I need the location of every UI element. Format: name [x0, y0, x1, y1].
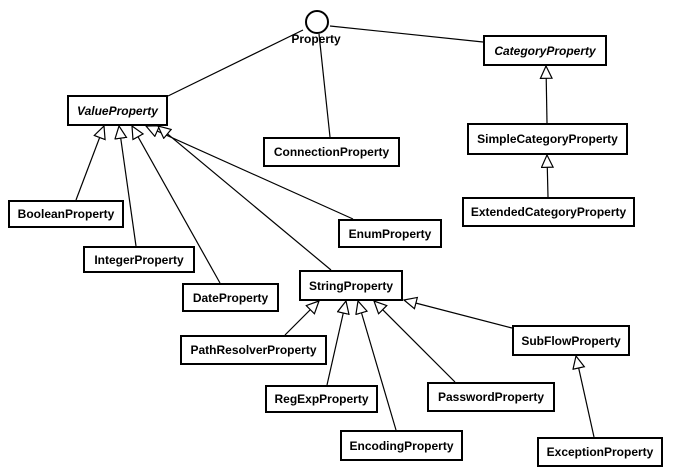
generalization-edge — [326, 301, 346, 386]
class-node-label: StringProperty — [308, 278, 393, 293]
class-node-DateProperty[interactable]: DateProperty — [182, 283, 279, 312]
interface-link-edge — [318, 33, 331, 138]
class-node-label: CategoryProperty — [494, 43, 596, 58]
generalization-edge — [546, 66, 547, 124]
class-node-label: ValueProperty — [77, 103, 158, 118]
class-node-EnumProperty[interactable]: EnumProperty — [338, 219, 442, 248]
interface-link-edge — [167, 29, 304, 97]
class-node-label: PathResolverProperty — [190, 343, 317, 357]
class-node-label: PasswordProperty — [437, 390, 545, 404]
class-node-SubFlowProperty[interactable]: SubFlowProperty — [512, 325, 630, 356]
generalization-edge — [75, 126, 104, 201]
generalization-edge — [358, 301, 397, 431]
class-node-RegExpProperty[interactable]: RegExpProperty — [265, 385, 378, 413]
class-node-EncodingProperty[interactable]: EncodingProperty — [340, 430, 463, 461]
interface-link-edge — [329, 25, 484, 43]
class-node-label: ExtendedCategoryProperty — [470, 205, 627, 219]
class-node-ValueProperty[interactable]: ValueProperty — [67, 95, 168, 126]
class-node-PathResolverProperty[interactable]: PathResolverProperty — [180, 335, 327, 365]
class-node-ExtendedCategoryProperty[interactable]: ExtendedCategoryProperty — [462, 197, 635, 227]
class-node-label: EnumProperty — [348, 226, 432, 241]
class-node-label: EncodingProperty — [349, 438, 454, 453]
class-node-label: ExceptionProperty — [546, 445, 654, 459]
class-node-label: RegExpProperty — [274, 392, 369, 406]
class-node-label: DateProperty — [192, 290, 269, 305]
class-node-ConnectionProperty[interactable]: ConnectionProperty — [263, 137, 400, 167]
class-node-label: SimpleCategoryProperty — [477, 132, 618, 146]
generalization-edge — [404, 300, 513, 329]
generalization-edge — [284, 301, 319, 336]
class-node-label: IntegerProperty — [94, 252, 184, 267]
generalization-edge — [119, 126, 137, 247]
generalization-edge — [146, 126, 354, 220]
generalization-edge — [158, 126, 332, 271]
interface-circle-icon[interactable] — [305, 10, 329, 34]
class-node-label: ConnectionProperty — [273, 145, 390, 159]
class-node-CategoryProperty[interactable]: CategoryProperty — [483, 35, 607, 66]
class-node-SimpleCategoryProperty[interactable]: SimpleCategoryProperty — [467, 123, 628, 155]
class-node-PasswordProperty[interactable]: PasswordProperty — [427, 382, 555, 412]
class-node-label: SubFlowProperty — [521, 333, 621, 348]
generalization-edge — [132, 126, 221, 284]
generalization-edge — [374, 301, 456, 383]
interface-label: Property — [291, 32, 341, 46]
generalization-edge — [576, 356, 595, 438]
class-node-ExceptionProperty[interactable]: ExceptionProperty — [537, 437, 663, 467]
class-node-BooleanProperty[interactable]: BooleanProperty — [8, 200, 124, 228]
generalization-edge — [547, 155, 548, 198]
class-node-StringProperty[interactable]: StringProperty — [299, 270, 403, 301]
class-node-IntegerProperty[interactable]: IntegerProperty — [83, 246, 195, 273]
class-node-label: BooleanProperty — [17, 207, 115, 221]
